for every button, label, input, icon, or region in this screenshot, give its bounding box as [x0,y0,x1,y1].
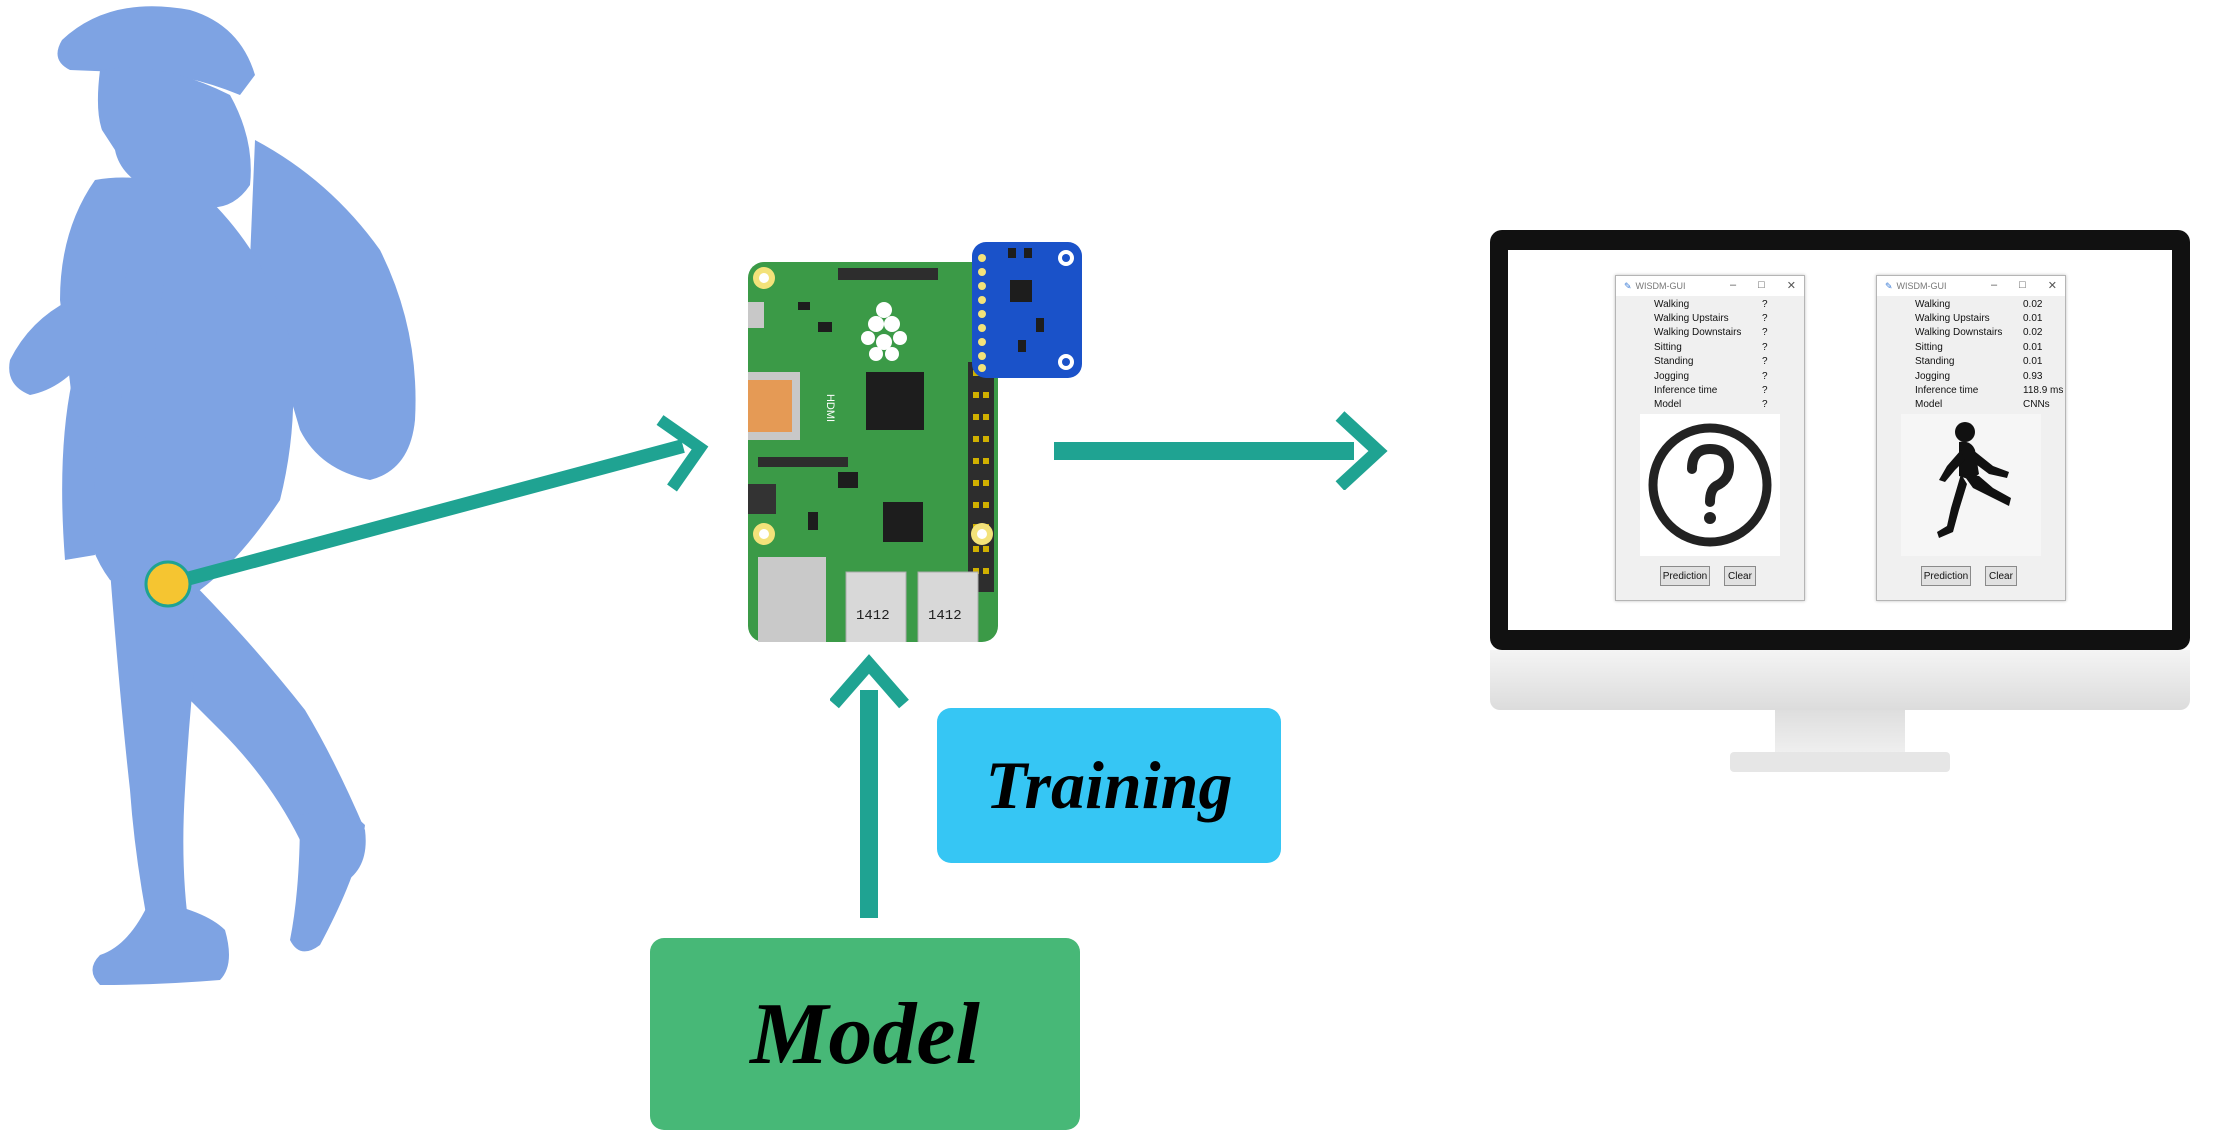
maximize-icon[interactable]: □ [1758,279,1765,291]
table-row: Inference time 118.9 ms [1877,383,2065,397]
gui-window-right: ✎ WISDM-GUI – □ ✕ Walking 0.02 Walking Up… [1876,275,2066,601]
monitor-stand [1775,710,1905,755]
close-icon[interactable]: ✕ [2047,280,2057,292]
feather-icon: ✎ [1885,280,1893,291]
activity-name: Walking Upstairs [1654,313,1729,325]
training-label: Training [985,747,1233,823]
walking-person-silhouette [9,6,416,985]
window-title-bar: ✎ WISDM-GUI – □ ✕ [1616,276,1804,296]
activity-value: ? [1762,341,1768,353]
table-row: Walking Upstairs? [1616,311,1804,325]
activity-value: 0.93 [2023,370,2043,382]
minimize-icon[interactable]: – [1991,279,1998,291]
accelerometer-breakout-board [972,242,1082,378]
activity-value: 118.9 ms [2023,385,2064,397]
board-graphic [736,262,998,645]
clear-button[interactable]: Clear [1985,566,2017,586]
gui-window-left: ✎ WISDM-GUI – □ ✕ Walking? Walking Upsta… [1615,275,1805,601]
activity-name: Inference time [1654,385,1718,397]
prediction-table: Walking 0.02 Walking Upstairs 0.01 Walking… [1877,296,2065,412]
model-label: Model [750,985,980,1083]
activity-value: 0.01 [2023,313,2043,325]
activity-name: Walking Downstairs [1915,327,2003,339]
maximize-icon[interactable]: □ [2019,279,2026,291]
table-row: Inference time? [1616,383,1804,397]
table-row: Jogging? [1616,369,1804,383]
activity-value: 0.01 [2023,341,2043,353]
activity-value: ? [1762,399,1768,411]
sensor-dot [144,560,192,608]
raspberry-pi-board: 1412 1412 HDMI [736,262,998,645]
activity-name: Walking [1915,298,1951,310]
activity-value: ? [1762,327,1768,339]
table-row: Standing? [1616,355,1804,369]
model-to-board-arrow [830,654,909,918]
activity-name: Standing [1915,356,1955,368]
activity-value: ? [1762,298,1768,310]
sensor-to-board-arrow [144,415,709,608]
question-mark-icon [1648,423,1772,547]
close-icon[interactable]: ✕ [1786,280,1796,292]
activity-name: Model [1915,399,1943,411]
activity-value: 0.01 [2023,356,2043,368]
result-image-panel [1901,414,2041,556]
activity-value: ? [1762,370,1768,382]
activity-name: Jogging [1654,370,1690,382]
table-row: Standing 0.01 [1877,355,2065,369]
activity-value: 0.02 [2023,327,2043,339]
usb-port-label-2: 1412 [928,608,962,624]
activity-value: 0.02 [2023,298,2043,310]
activity-value: ? [1762,313,1768,325]
monitor-screen [1508,250,2172,630]
model-label-box: Model [650,938,1080,1130]
table-row: Walking? [1616,297,1804,311]
activity-name: Standing [1654,356,1694,368]
activity-name: Walking Upstairs [1915,313,1990,325]
activity-name: Sitting [1654,341,1682,353]
jogging-person-icon [1937,422,2011,538]
monitor-base [1730,752,1950,772]
activity-name: Inference time [1915,385,1979,397]
feather-icon: ✎ [1624,280,1632,291]
minimize-icon[interactable]: – [1730,279,1737,291]
activity-value: ? [1762,356,1768,368]
table-row: Model? [1616,398,1804,412]
table-row: Sitting 0.01 [1877,340,2065,354]
clear-button[interactable]: Clear [1724,566,1756,586]
table-row: Walking 0.02 [1877,297,2065,311]
table-row: Model CNNs [1877,398,2065,412]
activity-name: Walking Downstairs [1654,327,1742,339]
activity-name: Walking [1654,298,1690,310]
prediction-button[interactable]: Prediction [1660,566,1710,586]
activity-name: Jogging [1915,370,1951,382]
activity-value: ? [1762,385,1768,397]
table-row: Walking Downstairs 0.02 [1877,326,2065,340]
result-image-panel [1640,414,1780,556]
window-title-bar: ✎ WISDM-GUI – □ ✕ [1877,276,2065,296]
table-row: Sitting? [1616,340,1804,354]
prediction-table: Walking? Walking Upstairs? Walking Downs… [1616,296,1804,412]
activity-name: Model [1654,399,1682,411]
activity-name: Sitting [1915,341,1943,353]
training-label-box: Training [937,708,1281,863]
monitor [1490,230,2190,790]
usb-port-label-1: 1412 [856,608,890,624]
table-row: Walking Downstairs? [1616,326,1804,340]
board-to-monitor-arrow [1054,411,1388,490]
prediction-button[interactable]: Prediction [1921,566,1971,586]
table-row: Jogging 0.93 [1877,369,2065,383]
monitor-chin [1490,650,2190,710]
hdmi-label: HDMI [824,393,837,423]
window-title: WISDM-GUI [1896,281,1947,291]
window-title: WISDM-GUI [1635,281,1686,291]
activity-value: CNNs [2023,399,2050,411]
table-row: Walking Upstairs 0.01 [1877,311,2065,325]
